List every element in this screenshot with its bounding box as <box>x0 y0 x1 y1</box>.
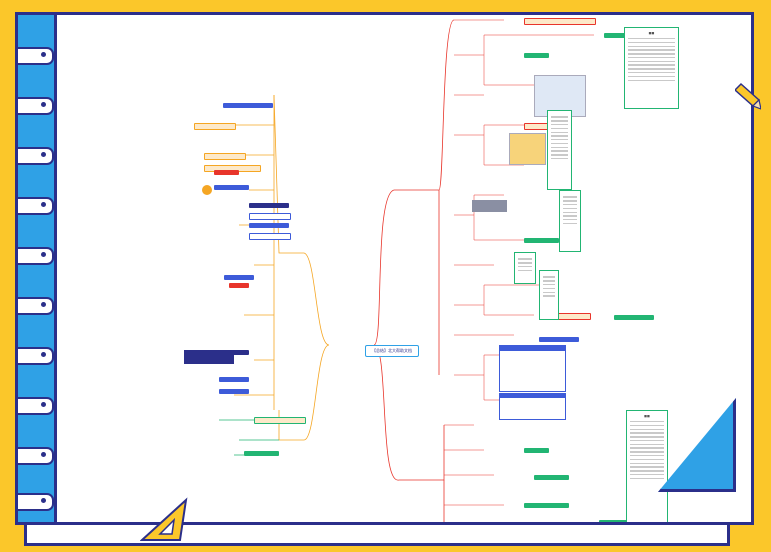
binder-ring <box>18 297 54 315</box>
embedded-image <box>472 200 507 212</box>
node-label <box>219 377 249 382</box>
node-label <box>219 350 249 355</box>
central-topic: 【总结】北大帮助文档 <box>365 345 419 357</box>
embedded-photo <box>509 133 546 165</box>
node-label <box>599 520 639 522</box>
node-label <box>524 53 549 58</box>
triangle-ruler-icon <box>140 497 188 541</box>
avatar <box>202 185 212 195</box>
note-card <box>559 190 581 252</box>
binder-ring <box>18 397 54 415</box>
node-label <box>524 448 549 453</box>
node-label <box>249 223 289 228</box>
pencil-icon <box>735 82 761 110</box>
node-label <box>224 275 254 280</box>
binder-ring <box>18 197 54 215</box>
binder-ring <box>18 447 54 465</box>
notebook-spine <box>18 15 57 522</box>
node-label <box>554 313 591 320</box>
node-label <box>219 389 249 394</box>
node-label <box>229 283 249 288</box>
node-label <box>614 315 654 320</box>
mind-map: ■■ ■■ 【总结】北大帮助文档 <box>54 15 751 522</box>
node-label <box>214 185 249 190</box>
binder-ring <box>18 147 54 165</box>
note-card: ■■ <box>626 410 668 522</box>
node-label <box>539 337 579 342</box>
node-label <box>534 475 569 480</box>
binder-ring <box>18 97 54 115</box>
embedded-table <box>499 345 566 392</box>
binder-ring <box>18 493 54 511</box>
note-card <box>514 252 536 284</box>
node-label <box>254 417 306 424</box>
embedded-table <box>499 393 566 420</box>
note-card <box>539 270 559 320</box>
node-label <box>223 103 273 108</box>
node-label <box>244 451 279 456</box>
node-label <box>249 213 291 220</box>
note-card: ■■ <box>624 27 679 109</box>
node-label <box>524 503 569 508</box>
node-label <box>194 123 236 130</box>
node-label <box>249 203 289 208</box>
node-label <box>524 18 596 25</box>
node-label <box>524 238 559 243</box>
binder-ring <box>18 47 54 65</box>
notebook-page: ■■ ■■ 【总结】北大帮助文档 <box>15 12 754 525</box>
binder-ring <box>18 347 54 365</box>
node-label <box>214 170 239 175</box>
mind-map-connectors <box>219 19 594 522</box>
node-label <box>204 153 246 160</box>
embedded-image <box>184 350 234 364</box>
note-card <box>547 110 572 190</box>
node-label <box>249 233 291 240</box>
binder-ring <box>18 247 54 265</box>
